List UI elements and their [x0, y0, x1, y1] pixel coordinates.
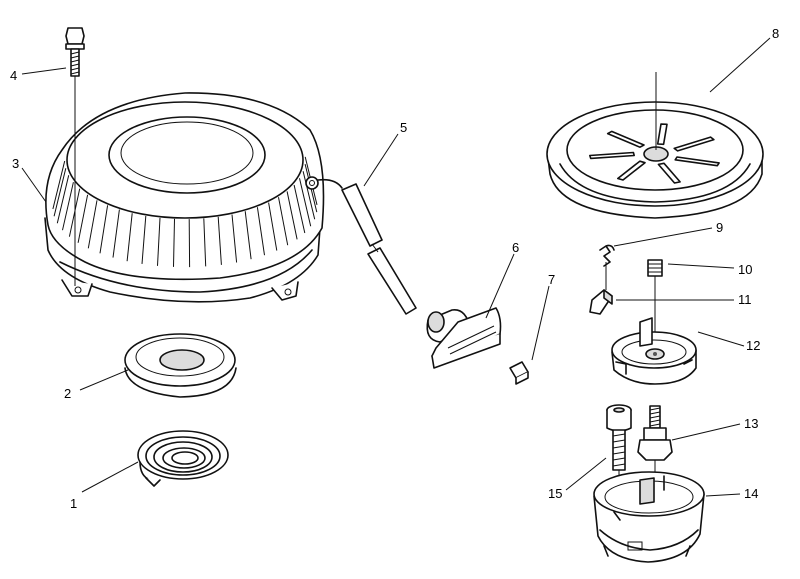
- part-13-shoulder-stud: [637, 405, 673, 486]
- part-12-ratchet-cup: [611, 317, 697, 385]
- part-4-bolt: [65, 27, 85, 286]
- pulley-vane: [617, 160, 646, 181]
- callout-12: 12: [746, 338, 760, 353]
- callout-8: 8: [772, 26, 779, 41]
- leader-lines: [21, 37, 771, 497]
- cooling-fin: [203, 218, 207, 267]
- part-6-starter-handle: [426, 307, 502, 369]
- cooling-fin: [157, 217, 161, 266]
- part-15-cap-screw: [606, 404, 632, 510]
- cooling-fin: [217, 216, 222, 265]
- pulley-vane: [656, 123, 668, 146]
- part-3-starter-housing: [44, 92, 325, 303]
- callout-1: 1: [70, 496, 77, 511]
- cooling-fin: [268, 202, 278, 251]
- cooling-fin: [244, 211, 252, 260]
- pulley-vane: [657, 162, 681, 184]
- cooling-fin: [112, 209, 120, 258]
- cooling-fin: [87, 200, 98, 249]
- callout-14: 14: [744, 486, 758, 501]
- part-8-starter-pulley: [546, 72, 764, 219]
- part-11-pawl: [589, 262, 613, 315]
- pulley-vane: [606, 130, 645, 148]
- callout-13: 13: [744, 416, 758, 431]
- cooling-fin: [56, 175, 70, 224]
- part-5-starter-rope: [317, 178, 417, 315]
- callout-4: 4: [10, 68, 17, 83]
- cooling-fin: [293, 184, 306, 234]
- callout-9: 9: [716, 220, 723, 235]
- callout-10: 10: [738, 262, 752, 277]
- callout-15: 15: [548, 486, 562, 501]
- cooling-fin: [302, 171, 316, 220]
- cooling-fin: [173, 218, 175, 267]
- part-7-retainer-clip: [509, 361, 529, 385]
- cooling-fin: [126, 213, 133, 262]
- cooling-fin: [278, 197, 289, 246]
- cooling-fin: [299, 178, 312, 227]
- part-9-small-spring: [599, 244, 615, 267]
- part-1-recoil-spring: [137, 430, 229, 487]
- callout-2: 2: [64, 386, 71, 401]
- cooling-fin: [53, 168, 67, 217]
- callout-3: 3: [12, 156, 19, 171]
- cooling-fin: [141, 215, 147, 264]
- cooling-fin: [256, 207, 265, 256]
- callout-11: 11: [738, 292, 752, 307]
- cooling-fin: [99, 205, 109, 254]
- cooling-fin: [77, 194, 89, 243]
- cooling-fin: [231, 214, 238, 263]
- callout-6: 6: [512, 240, 519, 255]
- cooling-fin: [62, 182, 74, 231]
- pulley-vane: [674, 156, 720, 167]
- callout-labels: 1 2 3 4 5 6 7 8 9 10 11 12 13 14 15: [10, 26, 779, 511]
- callout-7: 7: [548, 272, 555, 287]
- part-2-pulley-plate: [124, 333, 237, 398]
- cooling-fin: [286, 191, 298, 240]
- part-10-spring-plug: [647, 259, 663, 340]
- cooling-fin: [52, 160, 66, 210]
- callout-5: 5: [400, 120, 407, 135]
- part-14-retainer-cup: [593, 471, 705, 563]
- pulley-vane: [673, 136, 715, 152]
- pulley-vane: [589, 151, 635, 160]
